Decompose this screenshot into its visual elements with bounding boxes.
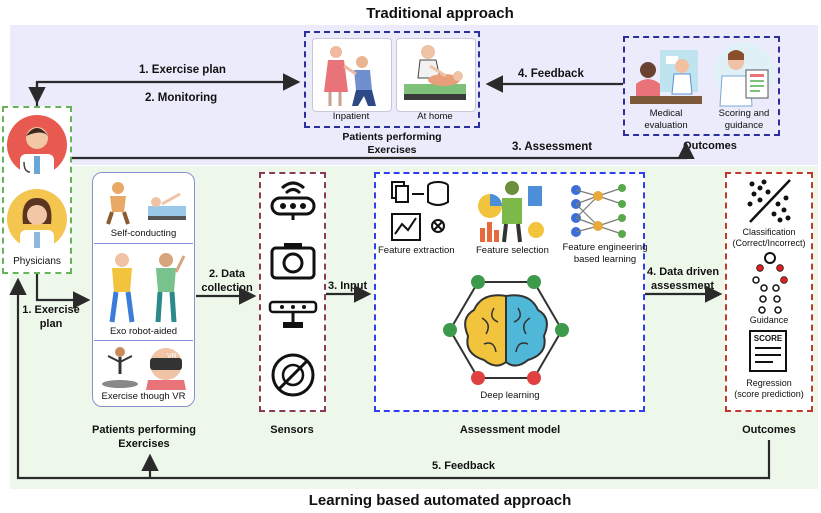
data-driven-line1: 4. Data driven — [647, 266, 720, 278]
vr-badge: VR — [167, 353, 177, 360]
score-badge: SCORE — [753, 334, 783, 343]
deep-learning-brain-icon — [443, 275, 569, 385]
self-conducting-icon — [106, 182, 186, 225]
traditional-patients-box — [304, 31, 480, 128]
vr-exercise-label: Exercise though VR — [101, 391, 186, 402]
traditional-patients-caption-line2: Exercises — [367, 144, 417, 156]
arrow-exercise-plan — [35, 73, 301, 106]
feature-engineering-icon — [571, 184, 626, 238]
score-sheet-icon — [749, 330, 787, 372]
regression-line2: (score prediction) — [734, 389, 804, 399]
arrow-automated-exercise-plan — [35, 274, 91, 309]
classification-icon — [747, 179, 791, 223]
score-line-2 — [755, 354, 781, 356]
scoring-guidance-line2: guidance — [724, 120, 764, 131]
medical-evaluation-line2: evaluation — [644, 120, 688, 131]
self-conducting-label: Self-conducting — [110, 228, 177, 239]
deep-learning-label: Deep learning — [480, 390, 540, 401]
automated-patients-caption-line1: Patients performing — [92, 424, 196, 436]
classification-line2: (Correct/Incorrect) — [732, 238, 806, 248]
at-home-label: At home — [417, 111, 453, 122]
guidance-skeleton-icon — [752, 252, 788, 314]
medical-evaluation-line1: Medical — [649, 108, 683, 119]
data-collection-line1: 2. Data — [208, 268, 246, 280]
data-driven-line2: assessment — [651, 280, 714, 292]
automated-outcomes-caption: Outcomes — [742, 424, 796, 436]
medical-evaluation-icon — [630, 50, 702, 104]
automated-approach-title: Learning based automated approach — [308, 492, 572, 509]
scoring-guidance-icon — [714, 42, 774, 107]
classification-line1: Classification — [742, 227, 796, 237]
sensors-caption: Sensors — [270, 424, 314, 436]
depth-camera-icon — [270, 181, 316, 220]
feature-selection-icon — [478, 181, 544, 243]
regression-line1: Regression — [746, 378, 792, 388]
automated-outcomes-box — [725, 172, 813, 412]
automated-exercise-plan-line1: 1. Exercise — [22, 304, 80, 316]
exo-robot-label: Exo robot-aided — [109, 326, 178, 337]
female-physician-icon — [7, 189, 67, 252]
kinect-sensor-icon — [268, 300, 318, 328]
inpatient-panel — [312, 38, 392, 112]
guidance-label: Guidance — [749, 315, 789, 325]
panel-divider-2 — [94, 340, 193, 341]
score-line-3 — [755, 361, 773, 363]
scoring-guidance-line1: Scoring and — [718, 108, 770, 119]
automated-feedback-label: 5. Feedback — [432, 460, 495, 472]
score-line-1 — [755, 347, 781, 349]
male-physician-icon — [7, 115, 67, 178]
traditional-assessment-label: 3. Assessment — [512, 141, 593, 153]
automated-exercise-plan-line2: plan — [39, 318, 63, 330]
traditional-outcomes-caption: Outcomes — [683, 140, 737, 152]
wearable-sensor-icon — [271, 353, 315, 397]
feature-extraction-icon — [391, 181, 449, 241]
traditional-patients-caption-line1: Patients performing — [342, 131, 442, 143]
traditional-approach-title: Traditional approach — [366, 5, 514, 22]
feature-engineering-line2: based learning — [573, 254, 637, 265]
arrow-traditional-assessment — [72, 141, 695, 160]
physicians-label: Physicians — [13, 256, 61, 267]
panel-divider-1 — [94, 243, 193, 244]
assessment-model-caption: Assessment model — [459, 424, 561, 436]
traditional-feedback-label: 4. Feedback — [518, 68, 584, 80]
exercise-plan-label: 1. Exercise plan — [139, 64, 226, 76]
exo-robot-icon — [109, 253, 186, 323]
vr-exercise-icon — [102, 347, 186, 390]
at-home-exercise-icon — [404, 45, 466, 100]
camera-icon — [270, 243, 316, 280]
feature-engineering-line1: Feature engineering — [562, 242, 648, 253]
inpatient-exercise-icon — [324, 46, 376, 106]
feature-selection-label: Feature selection — [476, 245, 549, 256]
arrow-automated-feedback — [9, 277, 771, 480]
traditional-outcomes-box — [623, 36, 780, 136]
inpatient-label: Inpatient — [332, 111, 370, 122]
automated-patients-caption-line2: Exercises — [118, 438, 170, 450]
sensors-box — [259, 172, 326, 412]
feature-extraction-label: Feature extraction — [378, 245, 455, 256]
monitoring-label: 2. Monitoring — [145, 92, 218, 104]
